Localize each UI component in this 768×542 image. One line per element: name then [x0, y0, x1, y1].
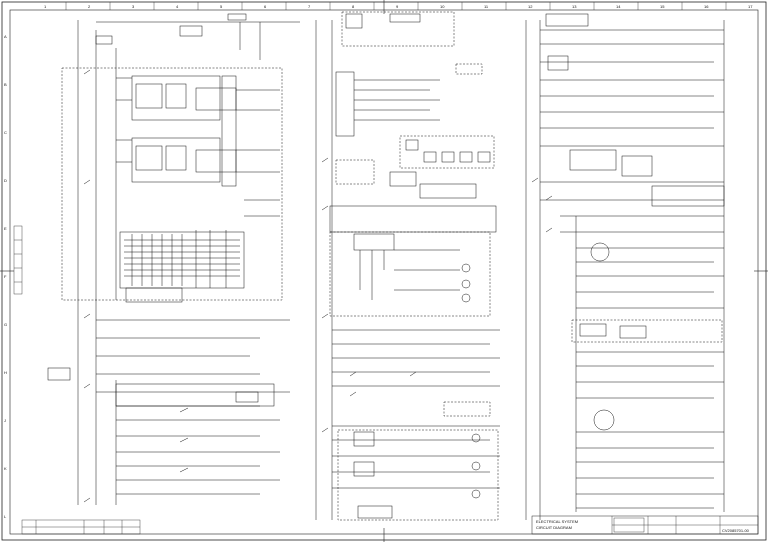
col-label: 5: [220, 4, 223, 9]
left-revision-block: [21, 519, 141, 535]
col-label: 17: [748, 4, 753, 9]
row-label: A: [4, 34, 7, 39]
drawing-number: CV2085701-00: [722, 528, 750, 533]
col-label: 12: [528, 4, 533, 9]
col-label: 2: [88, 4, 91, 9]
col-label: 4: [176, 4, 179, 9]
col-label: 13: [572, 4, 577, 9]
row-grid-labels: A B C D E F G H J K L: [4, 34, 7, 519]
column-grid-labels: 1 2 3 4 5 6 7 8 9 10 11 12 13 14 15 16 1…: [44, 4, 753, 9]
title-system-line2: CIRCUIT DIAGRAM: [536, 525, 572, 530]
col-label: 14: [616, 4, 621, 9]
row-label: L: [4, 514, 7, 519]
row-label: D: [4, 178, 7, 183]
row-label: J: [4, 418, 6, 423]
diagram-panel-left: [47, 13, 300, 505]
col-label: 10: [440, 4, 445, 9]
diagram-panel-right: [525, 13, 725, 520]
row-label: F: [4, 274, 7, 279]
title-system-line1: ELECTRICAL SYSTEM: [536, 519, 578, 524]
col-label: 15: [660, 4, 665, 9]
row-label: G: [4, 322, 7, 327]
col-label: 3: [132, 4, 135, 9]
row-label: K: [4, 466, 7, 471]
title-block: ELECTRICAL SYSTEM CIRCUIT DIAGRAM CV2085…: [531, 515, 759, 535]
col-label: 7: [308, 4, 311, 9]
col-label: 6: [264, 4, 267, 9]
manufacturer-logo: [613, 517, 645, 533]
col-label: 11: [484, 4, 489, 9]
diagram-panel-middle: [315, 11, 500, 521]
row-label: E: [4, 226, 7, 231]
revision-strip: [13, 225, 23, 295]
row-label: B: [4, 82, 7, 87]
column-ticks: [65, 2, 727, 10]
row-label: H: [4, 370, 7, 375]
col-label: 1: [44, 4, 47, 9]
sheet-inner-frame: [9, 9, 759, 535]
col-label: 9: [396, 4, 399, 9]
col-label: 8: [352, 4, 355, 9]
col-label: 16: [704, 4, 709, 9]
row-label: C: [4, 130, 7, 135]
